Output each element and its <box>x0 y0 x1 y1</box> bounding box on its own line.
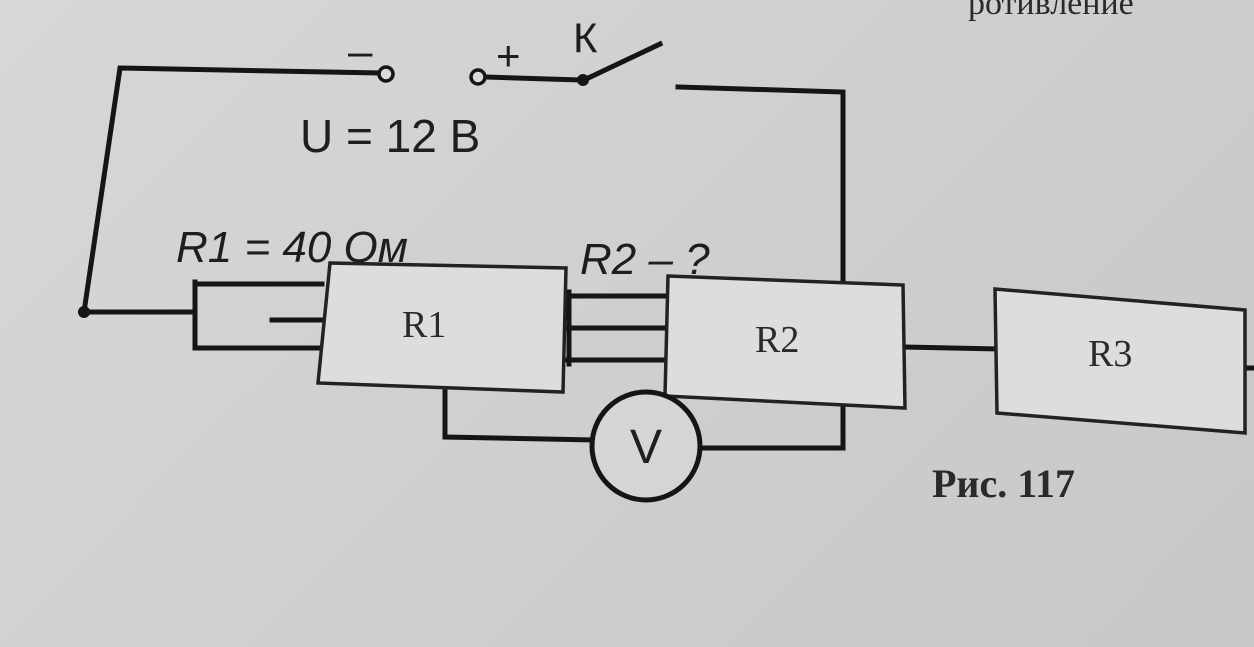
page-text-fragment: ротивление <box>968 0 1134 22</box>
switch-label: К <box>573 14 598 61</box>
resistor-r2-box <box>663 274 907 410</box>
voltmeter-circle <box>589 389 703 503</box>
r1-value-label: R1 = 40 Ом <box>176 223 408 272</box>
wire-source-left <box>81 65 383 315</box>
plus-sign: + <box>496 32 521 79</box>
wire-r2-r3 <box>902 344 1000 352</box>
circuit-wires <box>81 40 1254 451</box>
power-source: – + U = 12 В <box>300 27 521 162</box>
resistor-r1-label: R1 <box>402 304 446 346</box>
switch-pivot <box>577 74 589 86</box>
voltmeter-label: V <box>630 421 662 474</box>
voltmeter: V <box>589 389 703 503</box>
r2-value-label: R2 – ? <box>580 235 710 284</box>
figure-caption: Рис. 117 <box>932 461 1075 506</box>
minus-terminal <box>377 65 395 83</box>
resistor-r1-box <box>316 261 568 394</box>
junction-dot <box>78 306 90 318</box>
resistor-r1: R1 <box>316 261 568 394</box>
voltage-label: U = 12 В <box>300 110 480 162</box>
resistor-r3-box <box>993 287 1247 435</box>
switch-k: К <box>573 14 598 86</box>
wire-voltmeter-left <box>442 389 595 443</box>
wire-switch-right <box>675 84 846 283</box>
resistor-r2-label: R2 <box>755 319 799 361</box>
resistor-r3: R3 <box>993 287 1247 435</box>
resistor-r3-label: R3 <box>1088 333 1132 375</box>
wire-r1-bracket <box>192 279 325 351</box>
resistor-r2: R2 <box>663 274 907 410</box>
wire-voltmeter-right <box>700 405 846 451</box>
plus-terminal <box>469 68 487 86</box>
minus-sign: – <box>348 27 373 76</box>
wire-plus-switch <box>482 74 585 83</box>
switch-blade <box>580 40 664 84</box>
